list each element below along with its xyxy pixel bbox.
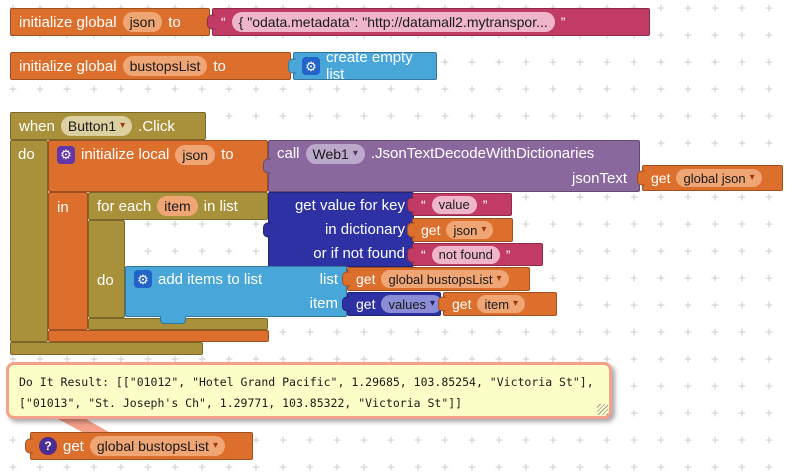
value-string-block[interactable]: “ value ” — [412, 193, 512, 216]
dropdown-arrow-icon: ▾ — [513, 298, 519, 309]
init-global-bustopslist-block[interactable]: initialize global bustopsList to — [10, 52, 291, 80]
get-label: get — [452, 296, 472, 312]
next-statement-tab — [160, 316, 186, 324]
close-quote: ” — [560, 14, 566, 30]
mutator-gear-icon[interactable]: ⚙ — [57, 145, 75, 164]
item-param-label: item — [309, 295, 338, 312]
method-label: .JsonTextDecodeWithDictionaries — [370, 145, 595, 162]
open-quote: “ — [421, 196, 426, 213]
component-dropdown-web1[interactable]: Web1 ▾ — [305, 143, 365, 164]
get-global-bustopslist-block[interactable]: get global bustopsList ▾ — [347, 267, 530, 291]
var-dropdown-global-bustopslist[interactable]: global bustopsList ▾ — [89, 436, 225, 456]
when-block-spine[interactable] — [10, 140, 48, 342]
component-dropdown-button1[interactable]: Button1 ▾ — [60, 116, 133, 136]
not-found-string-block[interactable]: “ not found ” — [412, 243, 543, 266]
dropdown-arrow-icon: ▾ — [212, 440, 218, 451]
for-each-label: for each — [97, 197, 152, 215]
dropdown-arrow-icon: ▾ — [496, 273, 502, 284]
dropdown-arrow-icon: ▾ — [481, 224, 487, 235]
dict-get-value-for-key-block[interactable]: get value for key in dictionary or if no… — [268, 192, 414, 267]
close-quote: ” — [505, 246, 511, 263]
var-dropdown-global-json[interactable]: global json ▾ — [676, 169, 762, 187]
do-it-result-line2: ["01013", "St. Joseph's Ch", 1.29771, 10… — [19, 395, 463, 410]
open-quote: “ — [421, 246, 426, 263]
get-label: get — [651, 170, 671, 186]
to-label: to — [221, 146, 234, 163]
value-text-field[interactable]: value — [431, 195, 477, 214]
var-dropdown-item[interactable]: item ▾ — [477, 295, 526, 313]
open-quote: “ — [221, 14, 226, 30]
tooltip-resize-handle[interactable] — [597, 404, 608, 415]
call-web1-jsondecode-block[interactable]: call Web1 ▾ .JsonTextDecodeWithDictionar… — [268, 140, 640, 192]
json-string-text-field[interactable]: { "odata.metadata": "http://datamall2.my… — [231, 12, 555, 32]
create-empty-list-block[interactable]: ⚙ create empty list — [293, 49, 437, 83]
init-local-footer[interactable] — [48, 330, 269, 342]
doit-get-global-bustopslist-block[interactable]: ? get global bustopsList ▾ — [30, 432, 253, 460]
mutator-gear-icon[interactable]: ⚙ — [134, 270, 152, 288]
do-slot-label: do — [97, 272, 114, 289]
for-each-item-header[interactable]: for each item in list — [88, 192, 268, 220]
init-local-spine[interactable] — [48, 192, 88, 330]
list-param-label: list — [319, 270, 338, 288]
event-label: .Click — [138, 117, 175, 135]
get-value-for-key-label: get value for key — [294, 196, 405, 214]
dropdown-arrow-icon: ▾ — [430, 298, 436, 309]
to-label: to — [213, 57, 226, 75]
do-slot-label: do — [18, 146, 35, 163]
init-global-label: initialize global — [19, 57, 117, 75]
get-label: get — [356, 271, 376, 287]
call-label: call — [277, 145, 300, 162]
init-global-json-block[interactable]: initialize global json to — [10, 8, 210, 36]
in-slot-label: in — [57, 199, 69, 216]
when-label: when — [19, 117, 55, 135]
do-it-result-line1: Do It Result: [["01012", "Hotel Grand Pa… — [19, 375, 594, 389]
var-dropdown-values[interactable]: values ▾ — [381, 295, 443, 313]
local-json-name-field[interactable]: json — [175, 144, 216, 165]
get-label: get — [63, 437, 84, 455]
in-dictionary-label: in dictionary — [324, 220, 405, 238]
create-empty-list-label: create empty list — [326, 49, 413, 83]
init-local-json-block[interactable]: ⚙ initialize local json to — [48, 140, 268, 192]
get-global-json-block[interactable]: get global json ▾ — [642, 165, 783, 191]
jsontext-param-label: jsonText — [571, 170, 627, 187]
get-label: get — [356, 296, 376, 312]
not-found-text-field[interactable]: not found — [431, 245, 500, 264]
for-each-spine[interactable] — [88, 220, 125, 318]
var-dropdown-global-bustopslist[interactable]: global bustopsList ▾ — [381, 270, 509, 288]
help-icon[interactable]: ? — [39, 437, 57, 455]
in-list-label: in list — [203, 197, 238, 215]
add-items-label: add items to list — [158, 270, 263, 288]
dropdown-arrow-icon: ▾ — [352, 147, 358, 159]
do-it-result-tooltip[interactable]: Do It Result: [["01012", "Hotel Grand Pa… — [6, 362, 612, 419]
var-dropdown-json[interactable]: json ▾ — [446, 221, 494, 239]
dropdown-arrow-icon: ▾ — [120, 120, 126, 131]
dropdown-arrow-icon: ▾ — [749, 172, 755, 183]
bustopslist-var-name-field[interactable]: bustopsList — [122, 56, 208, 76]
or-if-not-found-label: or if not found — [313, 245, 405, 263]
json-string-value-block[interactable]: “ { "odata.metadata": "http://datamall2.… — [212, 8, 650, 36]
get-item-block[interactable]: get item ▾ — [443, 292, 557, 316]
add-items-to-list-block[interactable]: ⚙ add items to list list item — [125, 266, 347, 317]
json-var-name-field[interactable]: json — [122, 12, 163, 32]
when-button1-click-header[interactable]: when Button1 ▾ .Click — [10, 112, 206, 140]
get-values-block[interactable]: get values ▾ — [347, 292, 443, 316]
loop-item-name-field[interactable]: item — [157, 196, 198, 216]
get-label: get — [421, 222, 441, 238]
to-label: to — [168, 13, 181, 31]
get-json-block[interactable]: get json ▾ — [412, 218, 513, 242]
init-global-label: initialize global — [19, 13, 117, 31]
close-quote: ” — [482, 196, 488, 213]
init-local-label: initialize local — [81, 146, 170, 163]
when-block-footer[interactable] — [10, 342, 203, 355]
mutator-gear-icon[interactable]: ⚙ — [302, 57, 320, 75]
